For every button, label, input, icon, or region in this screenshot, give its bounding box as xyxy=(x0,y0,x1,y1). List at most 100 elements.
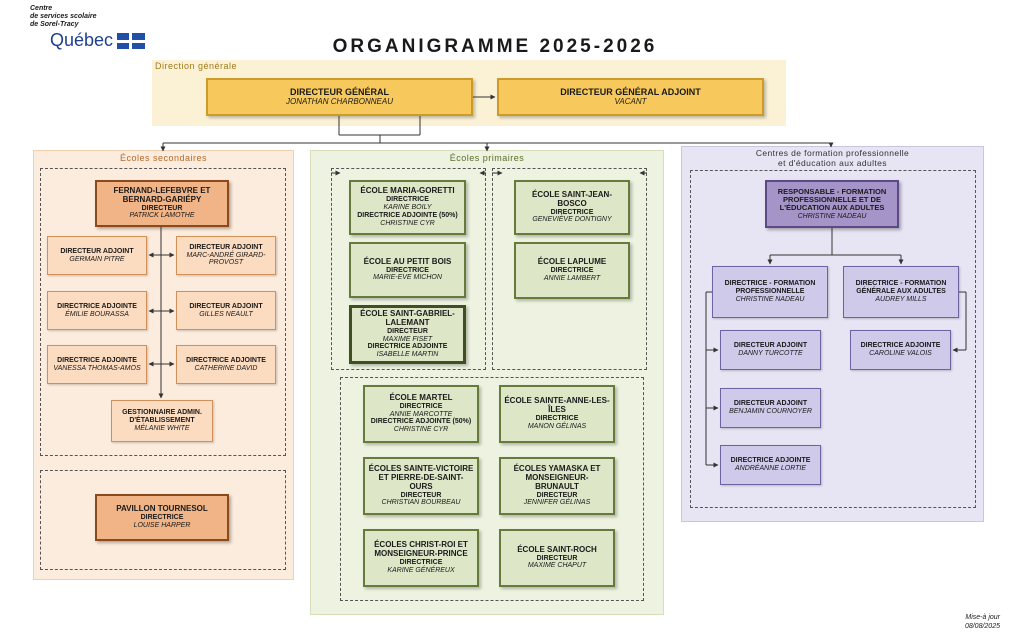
logo-wordmark: Québec xyxy=(30,30,160,51)
sainte-anne-role: DIRECTRICE xyxy=(535,415,579,423)
sec-adjoint-4-name: GILLES NEAULT xyxy=(199,310,253,318)
saint-gabriel-title: ÉCOLE SAINT-GABRIEL-LALEMANT xyxy=(360,308,455,327)
pavillon-name: LOUISE HARPER xyxy=(133,521,191,529)
secondaires-label: Écoles secondaires xyxy=(119,153,208,163)
gestionnaire-name: MÉLANIE WHITE xyxy=(134,424,190,432)
fp-title: DIRECTRICE - FORMATION PROFESSIONNELLE xyxy=(724,280,816,296)
martel-box: ÉCOLE MARTEL DIRECTRICE ANNIE MARCOTTE D… xyxy=(363,385,479,443)
sec-adjoint-5: DIRECTRICE ADJOINTE VANESSA THOMAS-AMOS xyxy=(47,345,147,384)
fga-adjoint-role: DIRECTRICE ADJOINTE xyxy=(860,342,941,350)
sec-adjoint-3: DIRECTRICE ADJOINTE ÉMILIE BOURASSA xyxy=(47,291,147,330)
page-title: ORGANIGRAMME 2025-2026 xyxy=(332,36,658,57)
petit-bois-title: ÉCOLE AU PETIT BOIS xyxy=(363,256,452,266)
saint-jean-bosco-box: ÉCOLE SAINT-JEAN-BOSCO DIRECTRICE GENEVI… xyxy=(514,180,630,235)
sec-adjoint-6-name: CATHERINE DAVID xyxy=(194,364,258,372)
secondaires-group-2 xyxy=(40,470,286,570)
dg-title: DIRECTEUR GÉNÉRAL xyxy=(289,87,389,98)
fernand-lefebvre-box: FERNAND-LEFEBVRE ET BERNARD-GARIÉPY DIRE… xyxy=(95,180,229,227)
logo-line-3: de Sorel-Tracy xyxy=(30,21,79,28)
logo-line-2: de services scolaire xyxy=(30,13,97,20)
responsable-title: RESPONSABLE - FORMATION PROFESSIONNELLE … xyxy=(777,186,887,213)
petit-bois-role: DIRECTRICE xyxy=(386,266,429,274)
christ-roi-box: ÉCOLES CHRIST-ROI ET MONSEIGNEUR-PRINCE … xyxy=(363,529,479,587)
fp-box: DIRECTRICE - FORMATION PROFESSIONNELLE C… xyxy=(712,266,828,318)
yamaska-title: ÉCOLES YAMASKA ET MONSEIGNEUR-BRUNAULT xyxy=(513,463,601,491)
martel-role1: DIRECTRICE xyxy=(399,402,443,410)
saint-gabriel-role1: DIRECTEUR xyxy=(387,327,428,335)
sainte-victoire-title: ÉCOLES SAINTE-VICTOIRE ET PIERRE-DE-SAIN… xyxy=(368,463,474,491)
laplume-box: ÉCOLE LAPLUME DIRECTRICE ANNIE LAMBERT xyxy=(514,242,630,299)
dga-title: DIRECTEUR GÉNÉRAL ADJOINT xyxy=(560,87,701,98)
fga-adjoint-name: CAROLINE VALOIS xyxy=(869,350,932,357)
sec-adjoint-6: DIRECTRICE ADJOINTE CATHERINE DAVID xyxy=(176,345,276,384)
martel-title: ÉCOLE MARTEL xyxy=(389,392,453,402)
martel-role2: DIRECTRICE ADJOINTE (50%) xyxy=(370,418,472,426)
sec-adjoint-3-name: ÉMILIE BOURASSA xyxy=(65,310,129,318)
maria-goretti-box: ÉCOLE MARIA-GORETTI DIRECTRICE KARINE BO… xyxy=(349,180,466,235)
sec-adjoint-5-role: DIRECTRICE ADJOINTE xyxy=(57,356,137,364)
fp-adjoint-2: DIRECTEUR ADJOINT BENJAMIN COURNOYER xyxy=(720,388,821,428)
saint-gabriel-role2: DIRECTRICE ADJOINTE xyxy=(367,343,448,351)
sec-adjoint-2: DIRECTEUR ADJOINT MARC-ANDRÉ GIRARD-PROV… xyxy=(176,236,276,275)
primaires-label: Écoles primaires xyxy=(449,153,525,163)
fp-adjoint-3: DIRECTRICE ADJOINTE ANDRÉANNE LORTIE xyxy=(720,445,821,485)
logo-word: Québec xyxy=(50,30,114,50)
dga-name: VACANT xyxy=(614,96,647,106)
laplume-name: ANNIE LAMBERT xyxy=(543,274,601,282)
pavillon-tournesol-box: PAVILLON TOURNESOL DIRECTRICE LOUISE HAR… xyxy=(95,494,229,541)
laplume-role: DIRECTRICE xyxy=(550,267,594,275)
pavillon-role: DIRECTRICE xyxy=(140,514,184,522)
sainte-anne-title: ÉCOLE SAINTE-ANNE-LES-ÎLES xyxy=(504,396,610,415)
sec-adjoint-2-role: DIRECTEUR ADJOINT xyxy=(189,243,263,251)
fernand-lefebvre-name: PATRICK LAMOTHE xyxy=(129,212,195,220)
formation-label-2: et d'éducation aux adultes xyxy=(778,158,887,168)
fga-box: DIRECTRICE - FORMATION GÉNÉRALE AUX ADUL… xyxy=(843,266,959,318)
martel-name1: ANNIE MARCOTTE xyxy=(389,410,453,418)
pavillon-title: PAVILLON TOURNESOL xyxy=(116,504,208,514)
fernand-lefebvre-role: DIRECTEUR xyxy=(141,204,183,212)
fga-title: DIRECTRICE - FORMATION GÉNÉRALE AUX ADUL… xyxy=(855,280,947,296)
primaires-group-1 xyxy=(331,168,486,370)
sainte-anne-name: MANON GÉLINAS xyxy=(527,422,587,430)
martel-name2: CHRISTINE CYR xyxy=(393,426,449,434)
sainte-victoire-role: DIRECTEUR xyxy=(400,491,442,499)
christ-roi-name: KARINE GÉNÉREUX xyxy=(387,566,455,574)
laplume-title: ÉCOLE LAPLUME xyxy=(537,257,607,267)
christ-roi-role: DIRECTRICE xyxy=(399,559,443,567)
fernand-lefebvre-title: FERNAND-LEFEBVRE ET BERNARD-GARIÉPY xyxy=(113,185,211,204)
fp-adjoint-1-role: DIRECTEUR ADJOINT xyxy=(733,342,808,350)
saint-jean-bosco-name: GENEVIÈVE DONTIGNY xyxy=(532,216,612,224)
fga-name: AUDREY MILLS xyxy=(875,295,927,303)
saint-gabriel-name2: ISABELLE MARTIN xyxy=(376,351,439,359)
update-label: Mise-à jour xyxy=(965,614,1000,621)
maria-goretti-title: ÉCOLE MARIA-GORETTI xyxy=(360,186,455,196)
sainte-victoire-name: CHRISTIAN BOURBEAU xyxy=(381,499,461,507)
sec-adjoint-3-role: DIRECTRICE ADJOINTE xyxy=(57,302,137,310)
fp-adjoint-1: DIRECTEUR ADJOINT DANNY TURCOTTE xyxy=(720,330,821,370)
yamaska-role: DIRECTEUR xyxy=(536,491,578,499)
saint-jean-bosco-role: DIRECTRICE xyxy=(550,208,594,216)
maria-goretti-role1: DIRECTRICE xyxy=(386,196,429,204)
yamaska-name: JENNIFER GÉLINAS xyxy=(523,499,591,507)
fp-adjoint-3-name: ANDRÉANNE LORTIE xyxy=(734,465,807,472)
fp-name: CHRISTINE NADEAU xyxy=(735,295,805,303)
fp-adjoint-3-role: DIRECTRICE ADJOINTE xyxy=(730,457,811,465)
dg-box: DIRECTEUR GÉNÉRAL JONATHAN CHARBONNEAU xyxy=(206,78,473,116)
formation-label-1: Centres de formation professionnelle xyxy=(755,148,910,158)
direction-label: Direction générale xyxy=(155,61,238,71)
saint-gabriel-name1: MAXIME FISET xyxy=(382,335,433,343)
fp-adjoint-1-name: DANNY TURCOTTE xyxy=(738,350,803,357)
primaires-group-3 xyxy=(340,377,644,601)
petit-bois-name: MARIE-EVE MICHON xyxy=(373,274,442,282)
responsable-box: RESPONSABLE - FORMATION PROFESSIONNELLE … xyxy=(765,180,899,228)
sainte-victoire-box: ÉCOLES SAINTE-VICTOIRE ET PIERRE-DE-SAIN… xyxy=(363,457,479,515)
gestionnaire-box: GESTIONNAIRE ADMIN. D'ÉTABLISSEMENT MÉLA… xyxy=(111,400,213,442)
sec-adjoint-4-role: DIRECTEUR ADJOINT xyxy=(189,302,263,310)
sec-adjoint-1: DIRECTEUR ADJOINT GERMAIN PITRE xyxy=(47,236,147,275)
secondaires-group-1 xyxy=(40,168,286,456)
maria-goretti-name2: CHRISTINE CYR xyxy=(380,219,435,227)
sec-adjoint-5-name: VANESSA THOMAS-AMOS xyxy=(53,364,141,372)
dga-box: DIRECTEUR GÉNÉRAL ADJOINT VACANT xyxy=(497,78,764,116)
sec-adjoint-1-role: DIRECTEUR ADJOINT xyxy=(60,247,134,255)
